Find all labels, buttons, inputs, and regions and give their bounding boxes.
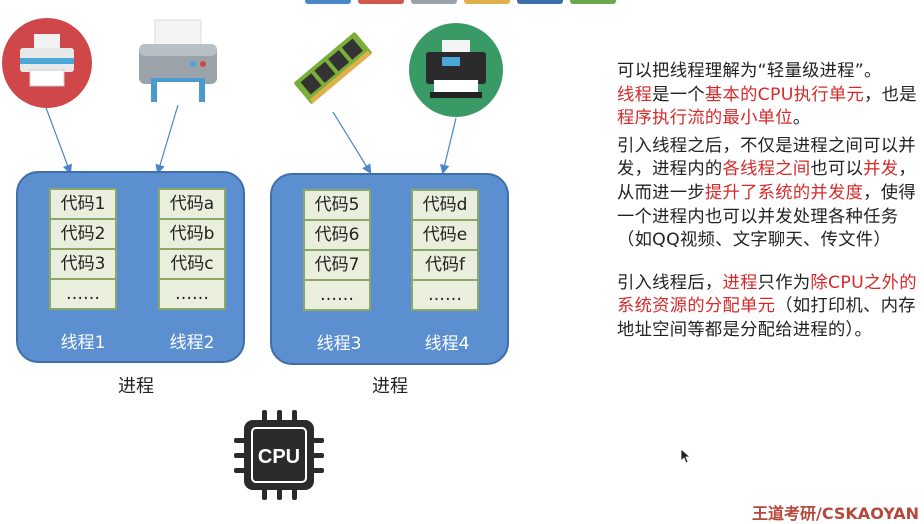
tab-strip-green	[570, 0, 616, 4]
arrow-printer3	[440, 117, 457, 175]
text-run: 引入线程后，	[617, 272, 723, 293]
text-run: 提升了系统的并发度	[704, 182, 864, 203]
code-cell: ……	[158, 278, 226, 310]
resource-arrows	[44, 104, 457, 175]
text-run: 基本的CPU执行单元	[704, 84, 865, 105]
code-cell: 代码1	[49, 188, 117, 220]
watermark-text: 王道考研/CSKAOYAN	[752, 504, 920, 523]
tab-strip-red	[358, 0, 404, 4]
code-cell: 代码d	[411, 189, 479, 221]
text-run: 程序执行流的最小单位	[617, 108, 793, 129]
tab-strip-navy	[517, 0, 563, 4]
process-label: 进程	[118, 376, 154, 397]
mouse-cursor-icon	[680, 448, 692, 464]
process-box-1: 代码1 代码2 代码3 …… 代码a 代码b 代码c …… 线程1 线程2	[16, 171, 245, 363]
thread-label: 线程3	[316, 334, 362, 354]
process-label: 进程	[372, 376, 408, 397]
text-run: 引入线程之后，不仅是进程之间可以并发，进程内的	[617, 135, 916, 180]
text-run: 并发	[863, 159, 899, 180]
code-cell: ……	[411, 279, 479, 311]
text-run: （如打印机、内存地址空间等都是分配给进程的）。	[617, 296, 916, 340]
text-run: 。	[792, 108, 811, 129]
thread-code-column: 代码1 代码2 代码3 ……	[49, 188, 117, 310]
text-run: ，也是	[864, 84, 917, 105]
code-cell: 代码5	[303, 189, 371, 221]
text-run: ，使得一个进程内也可以并发处理各种任务（如QQ视频、文字聊天、传文件）	[617, 182, 916, 251]
text-run: 除CPU之外的系统资源的分配单元	[617, 272, 917, 317]
code-cell: 代码e	[411, 219, 479, 251]
thread-code-column: 代码5 代码6 代码7 ……	[303, 189, 371, 311]
code-cell: 代码a	[158, 188, 226, 220]
tab-strip-blue	[305, 0, 351, 4]
printer-red-icon	[2, 18, 92, 108]
printer-green-icon	[409, 23, 503, 117]
text-run: 进程	[722, 272, 758, 293]
code-cell: 代码7	[303, 249, 371, 281]
para-concurrency: 引入线程之后，不仅是进程之间可以并发，进程内的各线程之间也可以并发，从而进一步提…	[617, 135, 917, 253]
process-box-2: 代码5 代码6 代码7 …… 代码d 代码e 代码f …… 线程3 线程4	[270, 173, 509, 365]
code-cell: 代码b	[158, 218, 226, 250]
code-cell: ……	[49, 278, 117, 310]
cpu-icon: CPU	[234, 410, 324, 500]
code-cell: 代码c	[158, 248, 226, 280]
memory-stick-icon	[294, 32, 372, 104]
text-run: 只作为	[757, 272, 811, 293]
code-cell: 代码f	[411, 249, 479, 281]
explanation-text: 可以把线程理解为“轻量级进程”。 线程是一个基本的CPU执行单元，也是程序执行流…	[617, 60, 917, 343]
thread-label: 线程4	[424, 334, 470, 354]
code-cell: 代码2	[49, 218, 117, 250]
code-cell: 代码6	[303, 219, 371, 251]
para-light-process: 可以把线程理解为“轻量级进程”。	[617, 61, 882, 81]
thread-label: 线程1	[60, 333, 106, 353]
cpu-label: CPU	[258, 446, 300, 468]
code-cell: ……	[303, 279, 371, 311]
thread-label: 线程2	[169, 333, 215, 353]
text-run: 也可以	[810, 159, 864, 180]
arrow-memory	[332, 111, 372, 175]
text-run: 各线程之间	[722, 159, 811, 180]
code-cell: 代码3	[49, 248, 117, 280]
arrow-printer1	[44, 104, 72, 175]
para-resource-unit: 引入线程后，进程只作为除CPU之外的系统资源的分配单元（如打印机、内存地址空间等…	[617, 272, 917, 343]
text-run: 是一个	[652, 84, 705, 105]
thread-code-column: 代码d 代码e 代码f ……	[411, 189, 479, 311]
para-thread-definition: 线程是一个基本的CPU执行单元，也是程序执行流的最小单位。	[617, 84, 917, 131]
tab-strip-yellow	[464, 0, 510, 4]
text-run: 线程	[617, 84, 653, 105]
arrow-printer2	[155, 104, 179, 175]
tab-strip-gray	[411, 0, 457, 4]
text-run: ，从而进一步	[617, 159, 916, 203]
thread-code-column: 代码a 代码b 代码c ……	[158, 188, 226, 310]
printer-gray-icon	[139, 19, 217, 102]
